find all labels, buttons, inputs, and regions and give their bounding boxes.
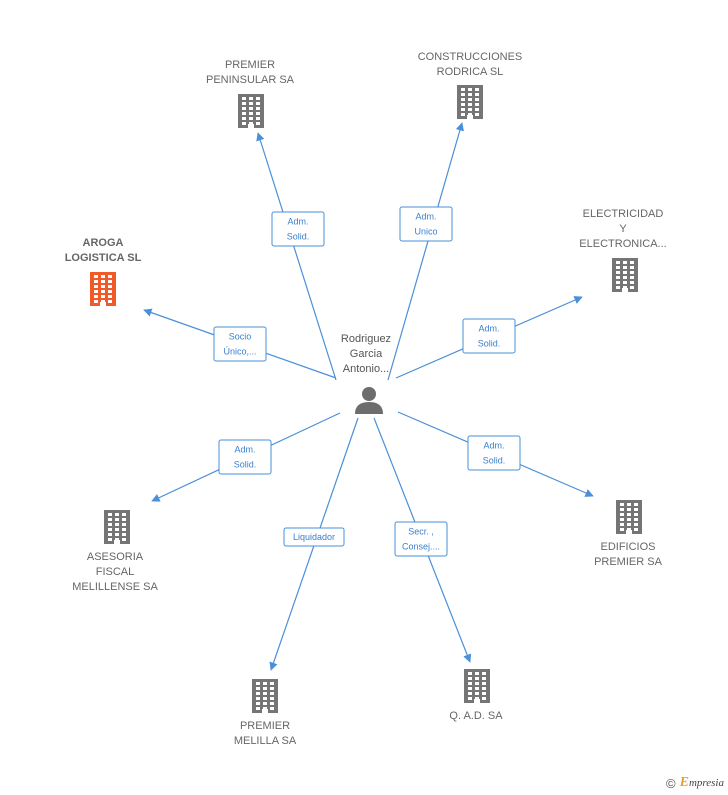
company-name-line: AROGA [83, 237, 124, 249]
role-badge-premier-peninsular[interactable]: Adm. Solid. [271, 211, 325, 247]
role-text: Adm. [234, 445, 255, 455]
building-icon [457, 85, 483, 119]
role-text: Solid. [234, 460, 257, 470]
role-badge-electricidad[interactable]: Adm. Solid. [462, 318, 516, 354]
company-name-line: ASESORIA [87, 551, 144, 563]
person-name-line: Antonio... [343, 363, 389, 375]
role-text: Adm. [478, 324, 499, 334]
role-text: Consej.... [402, 542, 440, 552]
company-name-line: MELILLA SA [234, 735, 297, 747]
role-text: Adm. [287, 217, 308, 227]
building-icon [238, 94, 264, 128]
company-name-line: PREMIER [240, 720, 290, 732]
person-name-line: Garcia [350, 348, 383, 360]
company-name-line: Q. A.D. SA [449, 710, 503, 722]
role-text: Único,... [223, 347, 256, 357]
company-label-construcciones-rodrica[interactable]: CONSTRUCCIONES RODRICA SL [418, 51, 523, 78]
company-label-premier-peninsular[interactable]: PREMIER PENINSULAR SA [206, 59, 295, 86]
company-label-qad[interactable]: Q. A.D. SA [449, 710, 503, 722]
role-text: Unico [414, 227, 437, 237]
role-text: Solid. [478, 339, 501, 349]
company-name-line: ELECTRONICA... [579, 238, 666, 250]
company-name-line: PREMIER [225, 59, 275, 71]
company-label-aroga[interactable]: AROGA LOGISTICA SL [65, 237, 142, 264]
role-badge-edificios[interactable]: Adm. Solid. [467, 435, 521, 471]
company-name-line: EDIFICIOS [600, 541, 655, 553]
edge-construcciones-rodrica [387, 122, 464, 381]
role-badge-asesoria[interactable]: Adm. Solid. [218, 439, 272, 475]
company-label-electricidad[interactable]: ELECTRICIDAD Y ELECTRONICA... [579, 208, 666, 250]
company-name-line: MELILLENSE SA [72, 581, 158, 593]
brand-logo[interactable]: Empresia [679, 775, 724, 790]
role-badge-qad[interactable]: Secr. , Consej.... [394, 521, 448, 557]
edge-premier-peninsular [256, 132, 337, 381]
role-text: Socio [229, 332, 252, 342]
building-icon [464, 669, 490, 703]
role-text: Secr. , [408, 527, 434, 537]
building-icon [612, 258, 638, 292]
company-name-line: PENINSULAR SA [206, 74, 295, 86]
building-icon [90, 272, 116, 306]
company-label-asesoria[interactable]: ASESORIA FISCAL MELILLENSE SA [72, 551, 158, 593]
person-icon [355, 387, 383, 414]
company-name-line: ELECTRICIDAD [583, 208, 664, 220]
company-name-line: PREMIER SA [594, 556, 663, 568]
role-badge-aroga[interactable]: SocioÚnico,... [213, 326, 267, 362]
company-name-line: LOGISTICA SL [65, 252, 142, 264]
footer-brand: © Empresia [666, 775, 724, 791]
copyright-icon: © [666, 775, 676, 791]
role-text: Adm. [415, 212, 436, 222]
company-name-line: CONSTRUCCIONES [418, 51, 523, 63]
role-text: Liquidador [293, 532, 335, 542]
building-icon [616, 500, 642, 534]
building-icon [104, 510, 130, 544]
building-icon [252, 679, 278, 713]
company-name-line: FISCAL [96, 566, 135, 578]
company-label-premier-melilla[interactable]: PREMIER MELILLA SA [234, 720, 297, 747]
company-name-line: Y [619, 223, 627, 235]
role-text: Solid. [483, 456, 506, 466]
role-text: Adm. [483, 441, 504, 451]
role-badge-construcciones-rodrica[interactable]: Adm. Unico [399, 206, 453, 242]
company-label-edificios[interactable]: EDIFICIOS PREMIER SA [594, 541, 663, 568]
center-person[interactable]: RodriguezGarciaAntonio... [341, 333, 391, 414]
role-text: Solid. [287, 232, 310, 242]
role-badge-premier-melilla[interactable]: Liquidador [283, 527, 345, 547]
company-name-line: RODRICA SL [437, 66, 504, 78]
person-name-line: Rodriguez [341, 333, 391, 345]
